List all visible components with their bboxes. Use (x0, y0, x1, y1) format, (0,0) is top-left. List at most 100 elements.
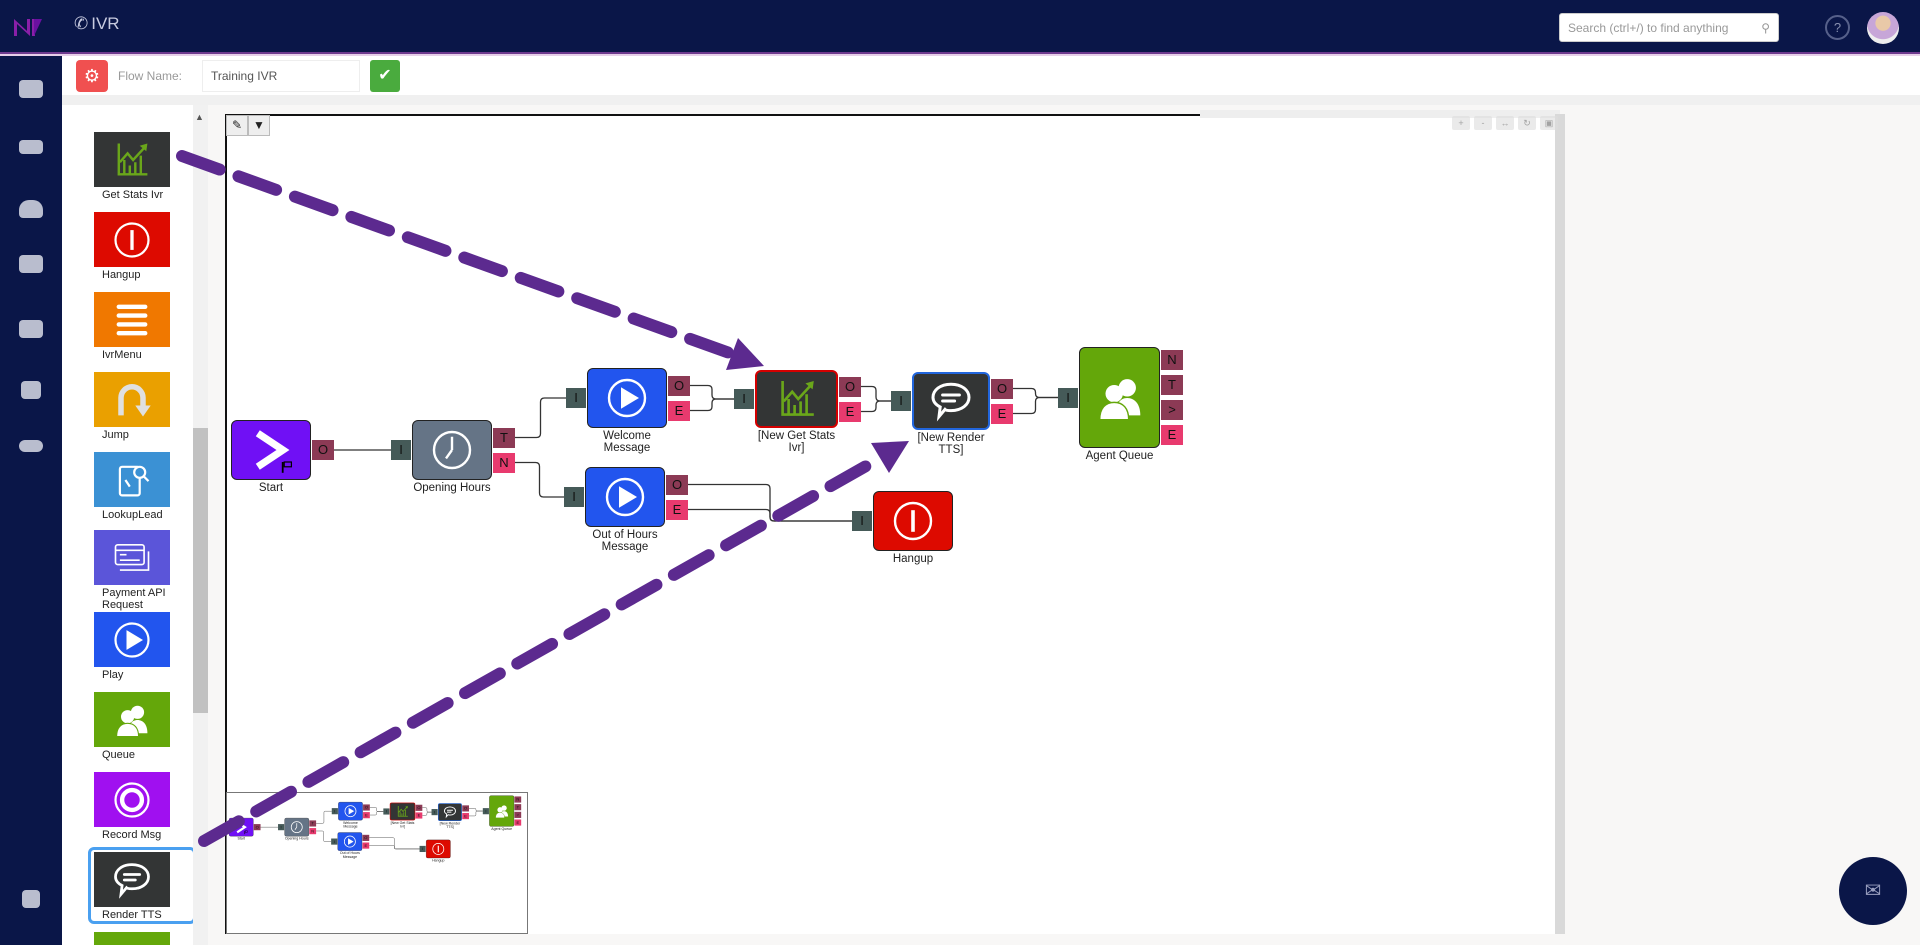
fit-icon[interactable]: ↔ (1496, 116, 1514, 130)
nav-documents-icon[interactable] (21, 381, 41, 399)
palette-tile[interactable] (94, 212, 170, 267)
global-search-input[interactable]: Search (ctrl+/) to find anything⚲ (1559, 13, 1779, 42)
output-port[interactable]: E (415, 812, 423, 819)
output-port[interactable]: E (362, 842, 370, 849)
output-port[interactable]: O (462, 805, 469, 812)
palette-tile[interactable] (94, 372, 170, 427)
output-port[interactable]: E (514, 819, 522, 826)
node-hangup[interactable] (426, 839, 451, 859)
output-port[interactable]: O (991, 378, 1013, 399)
canvas-scrollbar[interactable] (1555, 114, 1565, 934)
output-port[interactable]: E (666, 499, 688, 520)
output-port[interactable]: O (415, 804, 423, 811)
output-port[interactable]: N (309, 827, 317, 835)
palette-item-payment-api-request[interactable]: Payment API Request (94, 530, 170, 611)
palette-item-queue[interactable]: Queue (94, 692, 170, 761)
output-port[interactable]: N (1161, 350, 1183, 370)
input-port[interactable]: I (383, 808, 390, 815)
output-port[interactable]: E (668, 400, 690, 421)
node-stats[interactable] (755, 370, 838, 428)
output-port[interactable]: O (312, 440, 334, 460)
flow-settings-icon[interactable]: ⚙ (76, 60, 108, 92)
brand-logo[interactable] (12, 16, 44, 38)
node-queue[interactable] (489, 795, 515, 827)
output-port[interactable]: N (514, 796, 522, 803)
pencil-icon[interactable]: ✎ (226, 115, 248, 136)
input-port[interactable]: I (391, 440, 411, 460)
palette-tile[interactable] (94, 932, 170, 945)
output-port[interactable]: O (362, 834, 370, 841)
palette-tile[interactable] (94, 772, 170, 827)
nav-integrations-icon[interactable] (19, 440, 43, 452)
zoom-in-icon[interactable]: + (1452, 116, 1470, 130)
nav-dashboard-icon[interactable] (19, 200, 43, 218)
nav-list-icon[interactable] (19, 140, 43, 154)
input-port[interactable]: I (734, 389, 754, 409)
input-port[interactable]: I (566, 388, 586, 408)
output-port[interactable]: O (253, 824, 261, 831)
input-port[interactable]: I (278, 824, 285, 831)
palette-tile[interactable] (94, 612, 170, 667)
palette-item-lookuplead[interactable]: LookupLead (94, 452, 170, 521)
output-port[interactable]: E (991, 403, 1013, 424)
palette-item-record-msg[interactable]: Record Msg (94, 772, 170, 841)
flow-name-input[interactable] (202, 60, 360, 92)
nav-reports-icon[interactable] (19, 320, 43, 338)
palette-tile[interactable] (94, 530, 170, 585)
output-port[interactable]: O (668, 375, 690, 396)
scroll-up-arrow-icon[interactable]: ▲ (195, 112, 204, 122)
filter-icon[interactable]: ▼ (248, 115, 270, 136)
palette-item-more[interactable] (94, 932, 170, 945)
input-port[interactable]: I (482, 807, 489, 815)
node-ooh[interactable] (585, 467, 665, 527)
node-tts[interactable] (437, 803, 462, 822)
input-port[interactable]: I (331, 808, 338, 815)
save-button[interactable]: ✔ (370, 60, 400, 92)
input-port[interactable]: I (891, 391, 911, 411)
node-hangup[interactable] (873, 491, 953, 551)
node-stats[interactable] (389, 802, 416, 821)
output-port[interactable]: N (493, 452, 515, 473)
output-port[interactable]: E (462, 812, 469, 820)
nav-settings-icon[interactable] (22, 890, 40, 908)
output-port[interactable]: T (514, 804, 522, 811)
palette-item-ivrmenu[interactable]: IvrMenu (94, 292, 170, 361)
node-queue[interactable] (1079, 347, 1160, 448)
node-start[interactable] (231, 420, 311, 480)
palette-item-render-tts[interactable]: Render TTS (94, 852, 170, 921)
help-circle-icon[interactable]: ? (1825, 15, 1850, 40)
nav-home-icon[interactable] (19, 80, 43, 98)
palette-item-play[interactable]: Play (94, 612, 170, 681)
palette-item-hangup[interactable]: Hangup (94, 212, 170, 281)
input-port[interactable]: I (419, 845, 426, 853)
palette-item-jump[interactable]: Jump (94, 372, 170, 441)
node-hours[interactable] (412, 420, 492, 480)
reset-icon[interactable]: ↻ (1518, 116, 1536, 130)
input-port[interactable]: I (331, 838, 338, 845)
output-port[interactable]: T (1161, 375, 1183, 395)
fullscreen-icon[interactable]: ▣ (1540, 116, 1558, 130)
output-port[interactable]: T (493, 427, 515, 448)
node-tts[interactable] (912, 372, 990, 430)
node-ooh[interactable] (337, 832, 363, 851)
output-port[interactable]: > (514, 811, 522, 818)
palette-tile[interactable] (94, 852, 170, 907)
palette-tile[interactable] (94, 692, 170, 747)
output-port[interactable]: T (309, 820, 317, 827)
app-title[interactable]: ✆IVR (74, 14, 120, 33)
output-port[interactable]: O (839, 376, 861, 397)
input-port[interactable]: I (1058, 387, 1078, 408)
palette-tile[interactable] (94, 452, 170, 507)
node-hours[interactable] (284, 817, 310, 837)
output-port[interactable]: E (839, 401, 861, 422)
palette-tile[interactable] (94, 132, 170, 187)
nav-database-icon[interactable] (19, 255, 43, 273)
output-port[interactable]: E (363, 811, 370, 819)
output-port[interactable]: > (1161, 400, 1183, 420)
chat-fab-button[interactable]: ✉ (1839, 857, 1907, 925)
output-port[interactable]: O (666, 474, 688, 495)
palette-item-get-stats-ivr[interactable]: Get Stats Ivr (94, 132, 170, 201)
user-avatar[interactable] (1867, 12, 1899, 44)
palette-tile[interactable] (94, 292, 170, 347)
